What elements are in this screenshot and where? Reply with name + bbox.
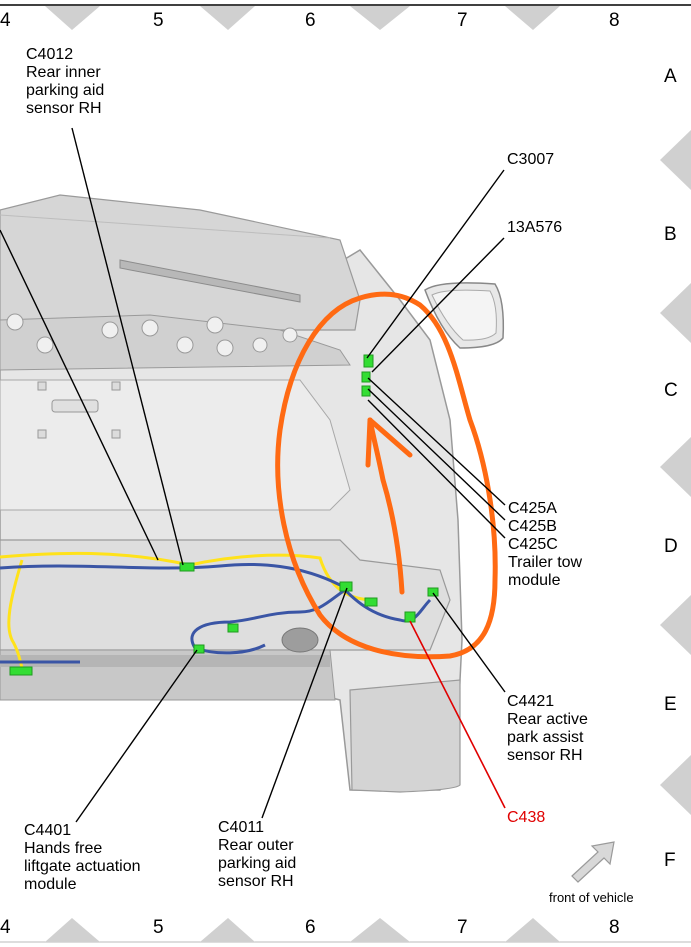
grid-row-F: F — [664, 850, 676, 871]
callout-c425-line-1: C425A — [508, 500, 557, 517]
callout-c4401-line-1: C4401 — [24, 822, 71, 839]
callout-c4012-line-4: sensor RH — [26, 100, 102, 117]
grid-col-bottom-6: 6 — [305, 917, 316, 938]
callout-c4421: C4421 Rear active park assist sensor RH — [507, 693, 588, 764]
leader-lines — [0, 127, 506, 823]
grid-col-bottom-4: 4 — [0, 917, 11, 938]
leader-line-c438 — [409, 620, 506, 809]
callout-c4011: C4011 Rear outer parking aid sensor RH — [218, 819, 296, 890]
callout-c3007: C3007 — [507, 151, 554, 168]
grid-col-bottom-5: 5 — [153, 917, 164, 938]
callout-c4011-line-4: sensor RH — [218, 873, 294, 890]
grid-row-C: C — [664, 380, 678, 401]
callout-c4012-line-2: Rear inner — [26, 64, 101, 81]
callout-c4012-line-1: C4012 — [26, 46, 73, 63]
callout-c425-line-4: Trailer tow — [508, 554, 583, 571]
grid-row-B: B — [664, 224, 677, 245]
callout-c4011-line-2: Rear outer — [218, 837, 294, 854]
callout-c4421-line-1: C4421 — [507, 693, 554, 710]
front-of-vehicle-label: front of vehicle — [549, 890, 634, 905]
callout-c4421-line-4: sensor RH — [507, 747, 583, 764]
callout-c425-line-5: module — [508, 572, 561, 589]
highlight-circle — [275, 291, 498, 660]
grid-col-bottom-8: 8 — [609, 917, 620, 938]
callout-c4421-line-3: park assist — [507, 729, 584, 746]
vehicle-rear-illustration — [0, 194, 505, 793]
grid-row-A: A — [664, 66, 677, 87]
harness-yellow — [0, 551, 376, 669]
callout-c4012-line-3: parking aid — [26, 82, 104, 99]
callout-c4401-line-2: Hands free — [24, 840, 102, 857]
grid-col-bottom-7: 7 — [457, 917, 468, 938]
callout-c4401: C4401 Hands free liftgate actuation modu… — [24, 822, 141, 893]
grid-col-top-7: 7 — [457, 10, 468, 31]
grid-col-top-5: 5 — [153, 10, 164, 31]
callout-c425-line-3: C425C — [508, 536, 558, 553]
grid-markers-top — [45, 6, 560, 30]
grid-col-top-4: 4 — [0, 10, 11, 31]
callout-c4012: C4012 Rear inner parking aid sensor RH — [26, 46, 104, 117]
grid-col-top-6: 6 — [305, 10, 316, 31]
grid-col-top-8: 8 — [609, 10, 620, 31]
callout-c425: C425A C425B C425C Trailer tow module — [508, 500, 583, 589]
grid-row-D: D — [664, 536, 678, 557]
callout-c4011-line-1: C4011 — [218, 819, 264, 836]
callout-c4401-line-4: module — [24, 876, 77, 893]
callout-13a576: 13A576 — [507, 219, 562, 236]
grid-markers-bottom — [45, 918, 560, 942]
callout-c4421-line-2: Rear active — [507, 711, 588, 728]
grid-row-E: E — [664, 694, 677, 715]
front-arrow-icon — [571, 841, 615, 883]
callout-c425-line-2: C425B — [508, 518, 557, 535]
grid-markers-right — [660, 130, 691, 815]
callout-c4401-line-3: liftgate actuation — [24, 858, 141, 875]
callout-c4011-line-3: parking aid — [218, 855, 296, 872]
callout-c438: C438 — [507, 809, 545, 826]
